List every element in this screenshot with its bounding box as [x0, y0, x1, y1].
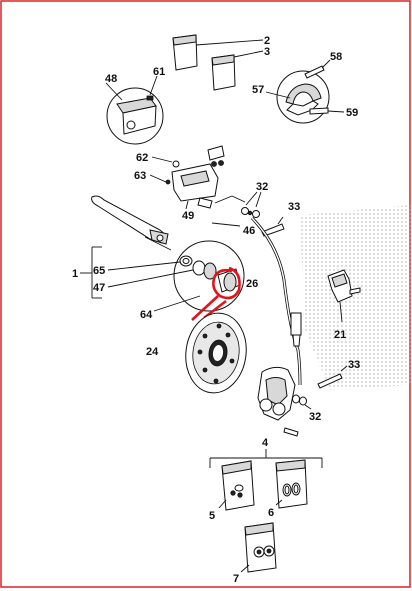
parts-bag-icon: [221, 460, 255, 511]
label-7: 7: [233, 573, 239, 585]
label-33-bottom: 33: [348, 359, 360, 371]
bolt-icon: [283, 373, 343, 437]
label-1: 1: [72, 268, 78, 280]
label-58: 58: [330, 51, 342, 63]
label-64: 64: [140, 309, 153, 321]
label-32-top: 32: [256, 181, 268, 193]
bracket-icon: [327, 269, 361, 303]
master-cylinder-icon: [106, 87, 164, 145]
label-2: 2: [264, 35, 270, 47]
label-5: 5: [209, 510, 215, 522]
parts-bag-icon: [244, 522, 277, 573]
label-49: 49: [182, 210, 194, 222]
bolt-icon: [241, 207, 260, 218]
master-cylinder-icon: [173, 240, 245, 312]
parts-bag-icon: [172, 34, 236, 91]
bolt-icon: [304, 65, 329, 115]
label-47: 47: [93, 282, 105, 294]
label-26: 26: [246, 278, 258, 290]
label-63: 63: [134, 170, 146, 182]
halftone-background: [300, 205, 412, 390]
label-65: 65: [93, 265, 105, 277]
label-4: 4: [262, 437, 269, 449]
label-61: 61: [153, 66, 165, 78]
label-57: 57: [252, 84, 264, 96]
label-62: 62: [136, 152, 148, 164]
brake-hose-icon: [250, 216, 302, 386]
master-cylinder-icon: [171, 145, 225, 209]
parts-bag-icon: [275, 459, 308, 509]
label-3: 3: [264, 46, 270, 58]
brake-disc-icon: [185, 312, 247, 394]
label-48: 48: [105, 73, 117, 85]
label-46: 46: [243, 225, 255, 237]
label-21: 21: [334, 329, 346, 341]
label-32-bottom: 32: [309, 411, 321, 423]
label-6: 6: [268, 507, 274, 519]
label-33-top: 33: [288, 201, 300, 213]
brake-lever-icon: [91, 195, 169, 245]
caliper-icon: [257, 366, 307, 421]
bolt-icon: [261, 223, 285, 237]
label-59: 59: [346, 107, 358, 119]
label-24: 24: [146, 346, 159, 358]
